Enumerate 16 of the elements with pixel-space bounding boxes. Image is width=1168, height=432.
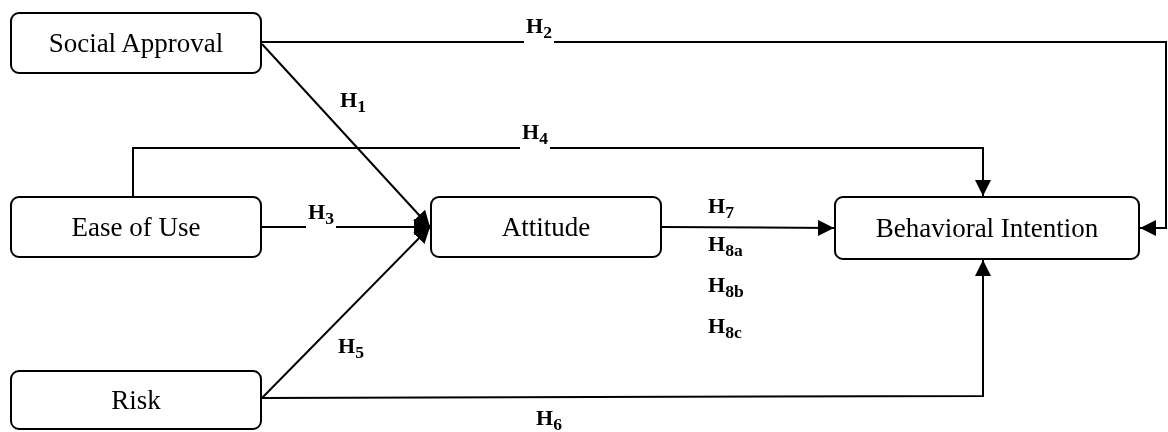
arrow: [261, 41, 1167, 236]
construct-box: [10, 196, 262, 258]
construct-box: [10, 370, 262, 430]
construct-box: [10, 12, 262, 74]
arrow: [261, 259, 991, 399]
construct-label: Behavioral Intention: [875, 212, 1099, 244]
construct-label: Social Approval: [48, 27, 224, 59]
construct-label: Ease of Use: [71, 211, 201, 243]
construct-label: Risk: [111, 384, 161, 416]
construct-label: Attitude: [501, 211, 591, 243]
arrow: [261, 43, 431, 228]
construct-box: [834, 196, 1140, 260]
arrow: [132, 147, 991, 197]
arrow: [661, 219, 835, 236]
construct-box: [430, 196, 662, 258]
arrow: [261, 226, 431, 399]
